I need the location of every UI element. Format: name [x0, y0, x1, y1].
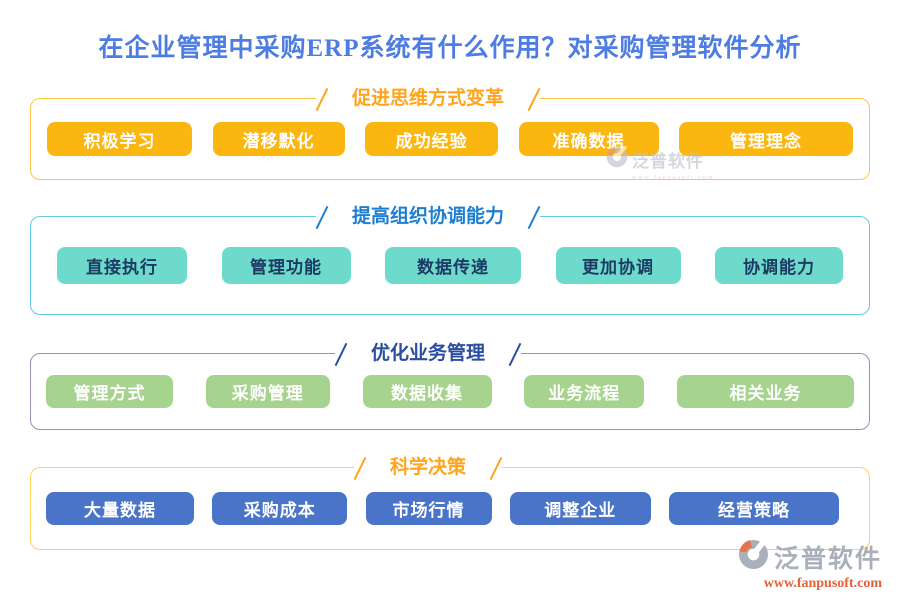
tag-pill: 管理方式: [46, 375, 173, 408]
tag-pill: 采购成本: [212, 492, 348, 525]
tag-pill: 相关业务: [677, 375, 854, 408]
section-panel-coordination: 提高组织协调能力 直接执行 管理功能 数据传递 更加协调 协调能力: [30, 202, 870, 315]
section-heading: 提高组织协调能力: [315, 202, 541, 232]
tag-pill: 业务流程: [524, 375, 645, 408]
brand-logo-icon: [738, 537, 769, 575]
tag-pill: 协调能力: [715, 247, 843, 284]
section-heading: 优化业务管理: [334, 339, 522, 369]
tag-pill: 经营策略: [669, 492, 839, 525]
tag-pill: 积极学习: [47, 122, 192, 156]
brand-name: 泛普软件: [773, 546, 882, 573]
section-heading: 促进思维方式变革: [315, 84, 541, 114]
section-heading: 科学决策: [353, 453, 503, 483]
tag-pill: 市场行情: [365, 492, 492, 525]
section-panel-scientific-decision: 科学决策 大量数据 采购成本 市场行情 调整企业 经营策略: [30, 453, 870, 550]
tag-pill: 直接执行: [57, 247, 187, 284]
brand-url: www.fanpusoft.com: [763, 576, 882, 591]
tag-pill: 管理理念: [679, 122, 853, 156]
tag-pill: 成功经验: [365, 122, 498, 156]
tag-pill: 更加协调: [555, 247, 681, 284]
brand-logo-icon: [606, 144, 628, 173]
tag-pill: 数据传递: [385, 247, 521, 284]
watermark-url: www.fanpusoft.com: [632, 175, 715, 181]
watermark: 泛普软件 www.fanpusoft.com: [606, 144, 715, 181]
tag-pill: 采购管理: [205, 375, 330, 408]
tag-pill: 潜移默化: [212, 122, 345, 156]
tag-pill: 大量数据: [46, 492, 194, 525]
page-title: 在企业管理中采购ERP系统有什么作用？对采购管理软件分析: [98, 35, 802, 62]
tag-pill: 数据收集: [362, 375, 492, 408]
tags-row: 大量数据 采购成本 市场行情 调整企业 经营策略: [46, 492, 839, 525]
tag-pill: 管理功能: [221, 247, 351, 284]
watermark-brand-name: 泛普软件: [632, 152, 704, 171]
section-panel-business-optimize: 优化业务管理 管理方式 采购管理 数据收集 业务流程 相关业务: [30, 339, 870, 430]
section-panel-mindset-change: 促进思维方式变革 积极学习 潜移默化 成功经验 准确数据 管理理念: [30, 84, 870, 180]
tags-row: 积极学习 潜移默化 成功经验 准确数据 管理理念: [47, 122, 853, 156]
tags-row: 管理方式 采购管理 数据收集 业务流程 相关业务: [46, 375, 854, 408]
tags-row: 直接执行 管理功能 数据传递 更加协调 协调能力: [57, 247, 843, 284]
tag-pill: 准确数据: [518, 122, 659, 156]
tag-pill: 调整企业: [509, 492, 651, 525]
brand-footer: 泛普软件 www.fanpusoft.com: [738, 537, 882, 592]
